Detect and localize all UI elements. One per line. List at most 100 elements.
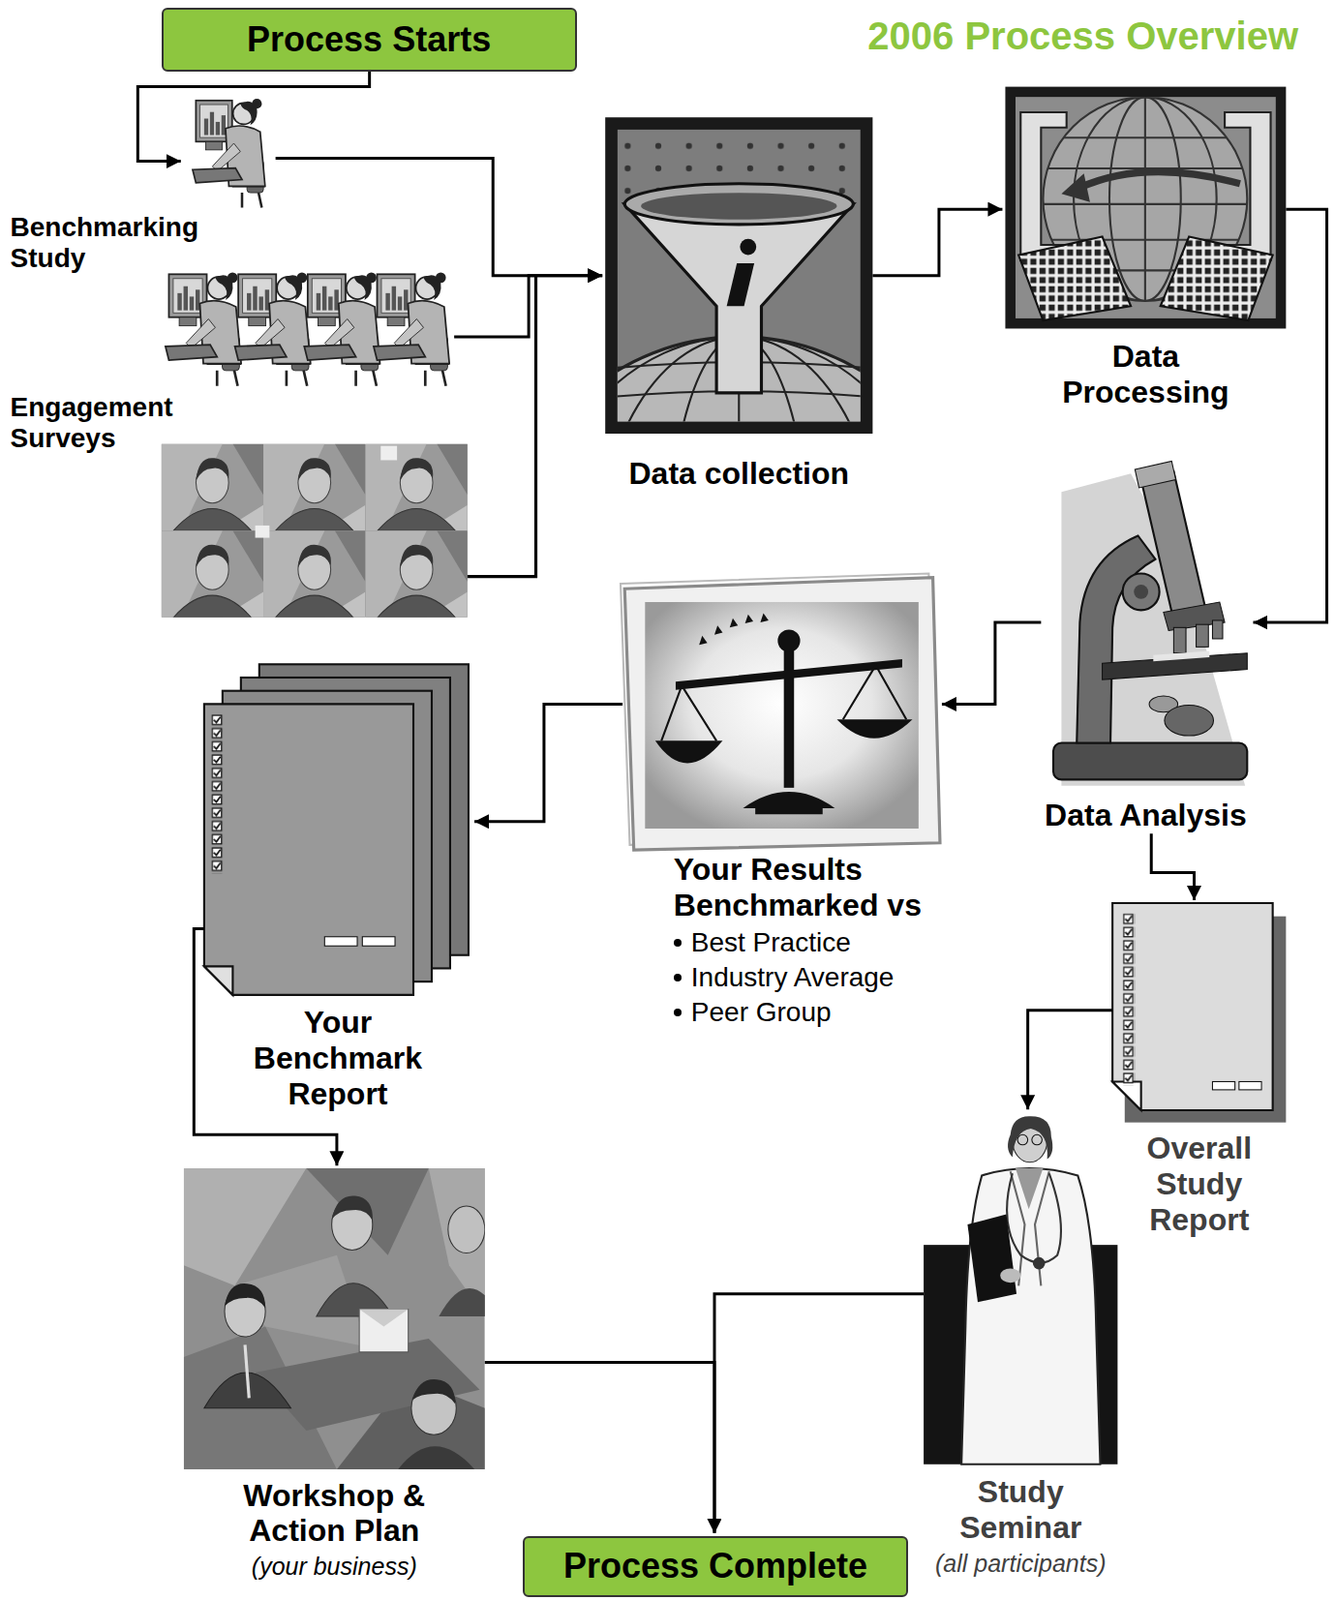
people-photo-part-part <box>161 444 468 618</box>
benchmark-report-pages-part <box>204 703 414 995</box>
doctor-illustration <box>923 1116 1118 1465</box>
data-processing-globe-part-part-part <box>1020 239 1276 242</box>
benchmark-report-step: Your Benchmark Report <box>204 663 472 1113</box>
workshop-illustration-part <box>359 1309 409 1353</box>
label-line: Your Benchmark Report <box>225 1004 451 1112</box>
benchmark-report-pages <box>204 664 469 996</box>
people-photo-part-part <box>263 444 365 532</box>
flow-arrow <box>872 209 1002 276</box>
overall-report-page-part <box>1112 1081 1142 1111</box>
label-line: Data Analysis <box>1018 797 1275 834</box>
flow-arrow <box>1151 833 1194 901</box>
data-collection-funnel-part <box>624 204 853 394</box>
doctor-illustration-part <box>1032 1257 1046 1271</box>
label-block: Your Benchmark Report <box>225 1004 451 1112</box>
survey-workers-icon <box>165 273 450 387</box>
study-seminar-step: Study Seminar(all participants) <box>923 1112 1118 1578</box>
doctor-illustration-part <box>1031 1134 1043 1146</box>
label-line: Your Results Benchmarked vs <box>673 851 980 924</box>
people-photo <box>161 444 468 618</box>
start-terminal: Process Starts <box>161 7 577 71</box>
data-processing-globe-part <box>1020 112 1066 261</box>
doctor-illustration-part <box>1010 1171 1050 1286</box>
benchmark-report-pages-part <box>211 714 224 874</box>
doctor-illustration-part <box>961 1168 1100 1465</box>
balance-scale-illustration-part <box>644 602 919 829</box>
balance-scale-illustration-part <box>843 665 907 720</box>
workshop-illustration-part <box>183 1168 486 1470</box>
data-processing-globe-part <box>1224 112 1271 261</box>
workshop-illustration-part <box>183 1168 307 1286</box>
workshop-illustration-part <box>448 1206 486 1253</box>
label-line: (all participants) <box>918 1549 1123 1578</box>
image-area <box>1112 903 1286 1131</box>
flow-arrow <box>714 1294 924 1534</box>
flow-arrow <box>941 622 1041 704</box>
data-collection-funnel-part <box>739 239 757 256</box>
label-line: Benchmarking Study <box>10 212 231 274</box>
balance-scale-illustration-part <box>784 644 795 789</box>
image-area <box>923 1112 1118 1475</box>
data-processing-globe-part <box>1061 173 1091 203</box>
bullet-dot <box>673 939 682 947</box>
microscope-illustration-part <box>1076 535 1155 743</box>
people-photo-part-part <box>263 530 365 618</box>
flow-arrow <box>137 71 369 162</box>
survey-workers-icon-part <box>303 273 380 387</box>
workshop-illustration-part <box>412 1379 456 1404</box>
benchmark-report-pages-part <box>362 937 395 946</box>
survey-workers-icon-part <box>373 273 450 387</box>
overall-report-page-part <box>1212 1081 1235 1090</box>
people-photo-part-part <box>255 525 271 539</box>
data-analysis-step: Data Analysis <box>1040 464 1250 835</box>
label-line: Workshop & Action Plan <box>206 1478 462 1550</box>
sub-label: (your business) <box>251 1552 418 1580</box>
engagement-surveys-step: Engagement Surveys <box>163 267 455 388</box>
label-block: Engagement Surveys <box>10 392 231 455</box>
data-processing-globe-part-part-part <box>1020 203 1276 206</box>
people-photo-part-part <box>380 446 397 461</box>
microscope-illustration-part <box>1152 651 1210 663</box>
photo-connector-wire <box>467 275 537 577</box>
step-label: Data collection <box>628 455 850 491</box>
image-area <box>1040 464 1250 799</box>
balance-scale-illustration-part <box>755 806 823 815</box>
benchmark-report-pages-part-part <box>211 714 224 874</box>
terminal-label: Process Starts <box>246 19 491 61</box>
bullet-text: Industry Average <box>691 962 895 994</box>
balance-scale-illustration-part <box>655 740 724 763</box>
step-label: Engagement Surveys <box>10 392 174 454</box>
overall-report-page-part <box>1112 903 1274 1111</box>
flow-arrow <box>454 275 603 337</box>
balance-scale-illustration-part <box>714 625 723 635</box>
label-block: Data Analysis <box>1018 797 1275 834</box>
bullet-item: Industry Average <box>673 962 980 994</box>
step-label: Data Processing <box>1061 338 1230 410</box>
data-processing-globe-part <box>1004 87 1286 330</box>
bullet-text: Peer Group <box>691 997 832 1029</box>
workshop-step: Workshop & Action Plan(your business) <box>183 1168 486 1581</box>
workshop-illustration-part <box>332 1195 373 1220</box>
data-processing-globe-part <box>1079 172 1241 188</box>
label-line: Data collection <box>585 455 892 492</box>
workshop-illustration-part <box>397 1446 475 1470</box>
step-label: Study Seminar <box>959 1474 1082 1546</box>
data-processing-globe <box>1004 87 1286 330</box>
microscope-illustration-part <box>1196 624 1210 647</box>
image-area <box>622 576 940 853</box>
doctor-illustration-part <box>1000 1268 1021 1283</box>
image-area <box>204 663 472 1005</box>
balance-scale-illustration-part <box>661 685 717 741</box>
benchmark-report-pages-part <box>204 966 234 996</box>
benchmarking-study-step: Benchmarking Study <box>183 93 276 210</box>
step-label: Benchmarking Study <box>10 212 200 274</box>
balance-scale-illustration-part <box>675 659 903 691</box>
data-collection-funnel-part <box>640 192 837 219</box>
label-line: (your business) <box>206 1552 462 1581</box>
image-area <box>1004 87 1286 339</box>
balance-scale-illustration-part <box>624 577 941 850</box>
data-collection-step: Data collection <box>605 117 873 492</box>
people-photo-part-part <box>364 530 467 618</box>
label-line: Study Seminar <box>918 1474 1123 1547</box>
